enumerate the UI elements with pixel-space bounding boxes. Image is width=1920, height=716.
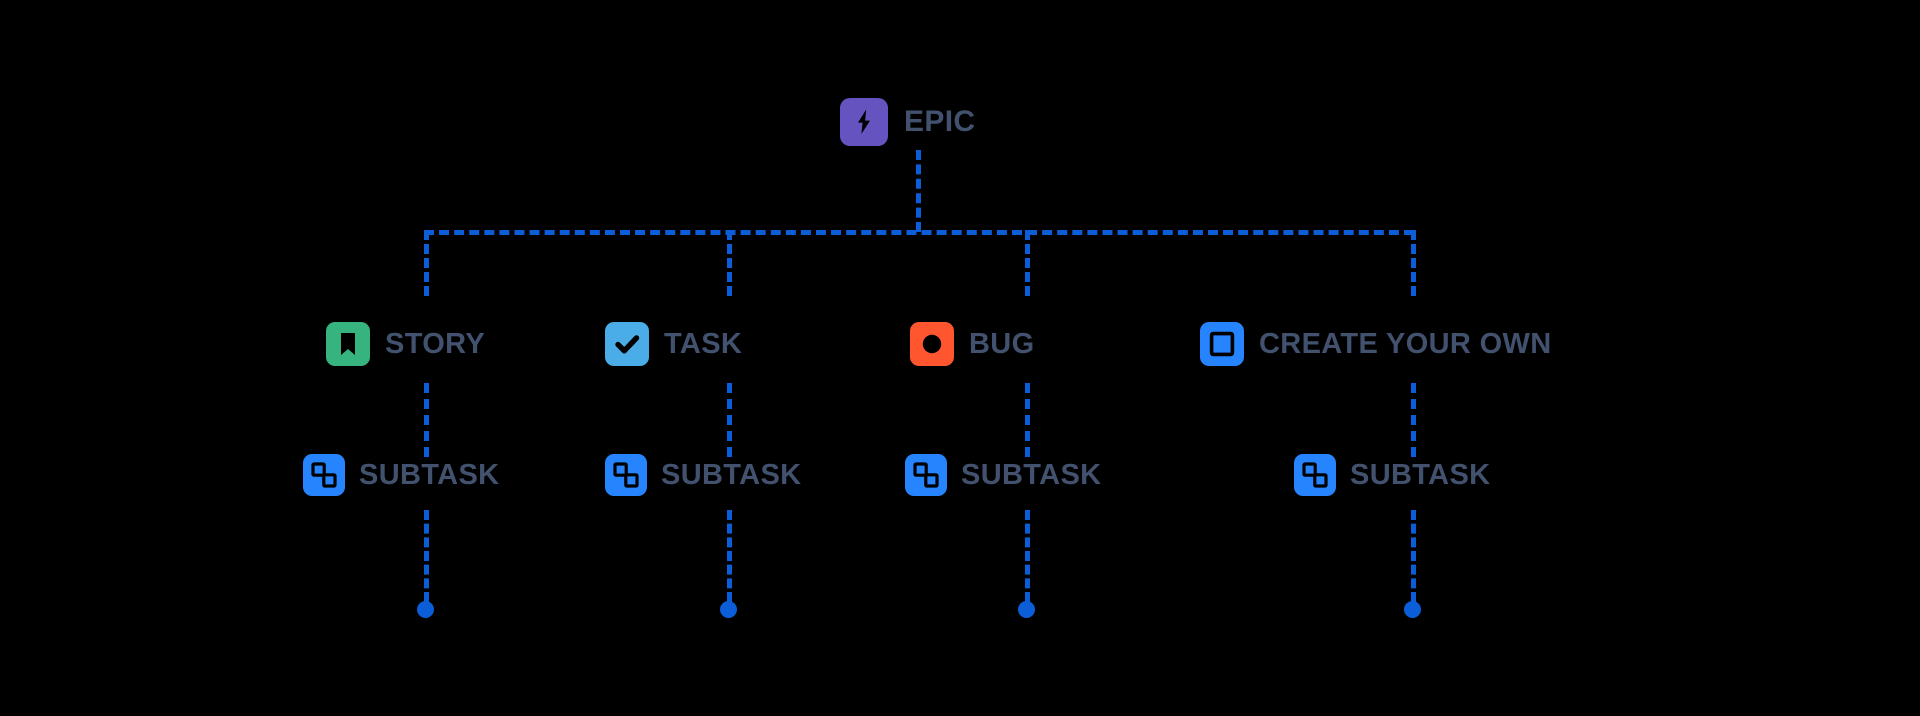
node-task[interactable]: TASK (605, 322, 742, 366)
connector-bus-to-create-your-own (1411, 230, 1416, 296)
connector-subtask-bug-tail (1025, 510, 1030, 602)
node-subtask-custom-label: SUBTASK (1350, 458, 1491, 491)
node-subtask-task-label: SUBTASK (661, 458, 802, 491)
connector-bug-to-subtask (1025, 383, 1030, 457)
connector-task-to-subtask (727, 383, 732, 457)
connector-subtask-task-tail (727, 510, 732, 602)
node-subtask-custom[interactable]: SUBTASK (1294, 454, 1490, 496)
connector-bus-to-task (727, 230, 732, 296)
connector-subtask-custom-tail (1411, 510, 1416, 602)
terminal-dot-story (417, 601, 434, 618)
connector-horizontal-bus (424, 230, 1414, 235)
bookmark-icon (326, 322, 370, 366)
node-epic[interactable]: EPIC (840, 98, 975, 146)
circle-icon (910, 322, 954, 366)
subtask-squares-icon (605, 454, 647, 496)
connector-create-your-own-to-subtask (1411, 383, 1416, 457)
subtask-squares-icon (303, 454, 345, 496)
check-icon (605, 322, 649, 366)
connector-bus-to-bug (1025, 230, 1030, 296)
node-subtask-story[interactable]: SUBTASK (303, 454, 499, 496)
node-bug-label: BUG (969, 327, 1035, 360)
node-story-label: STORY (385, 327, 486, 360)
node-subtask-bug[interactable]: SUBTASK (905, 454, 1101, 496)
node-subtask-task[interactable]: SUBTASK (605, 454, 801, 496)
node-subtask-story-label: SUBTASK (359, 458, 500, 491)
node-create-your-own-label: CREATE YOUR OWN (1259, 327, 1552, 360)
node-bug[interactable]: BUG (910, 322, 1035, 366)
node-story[interactable]: STORY (326, 322, 485, 366)
node-subtask-bug-label: SUBTASK (961, 458, 1102, 491)
terminal-dot-bug (1018, 601, 1035, 618)
terminal-dot-task (720, 601, 737, 618)
connector-subtask-story-tail (424, 510, 429, 602)
terminal-dot-custom (1404, 601, 1421, 618)
square-outline-icon (1200, 322, 1244, 366)
node-task-label: TASK (664, 327, 743, 360)
connector-story-to-subtask (424, 383, 429, 457)
lightning-bolt-icon (840, 98, 888, 146)
node-create-your-own[interactable]: CREATE YOUR OWN (1200, 322, 1552, 366)
node-epic-label: EPIC (904, 105, 976, 138)
subtask-squares-icon (1294, 454, 1336, 496)
connector-epic-stem (916, 150, 921, 232)
connector-bus-to-story (424, 230, 429, 296)
subtask-squares-icon (905, 454, 947, 496)
